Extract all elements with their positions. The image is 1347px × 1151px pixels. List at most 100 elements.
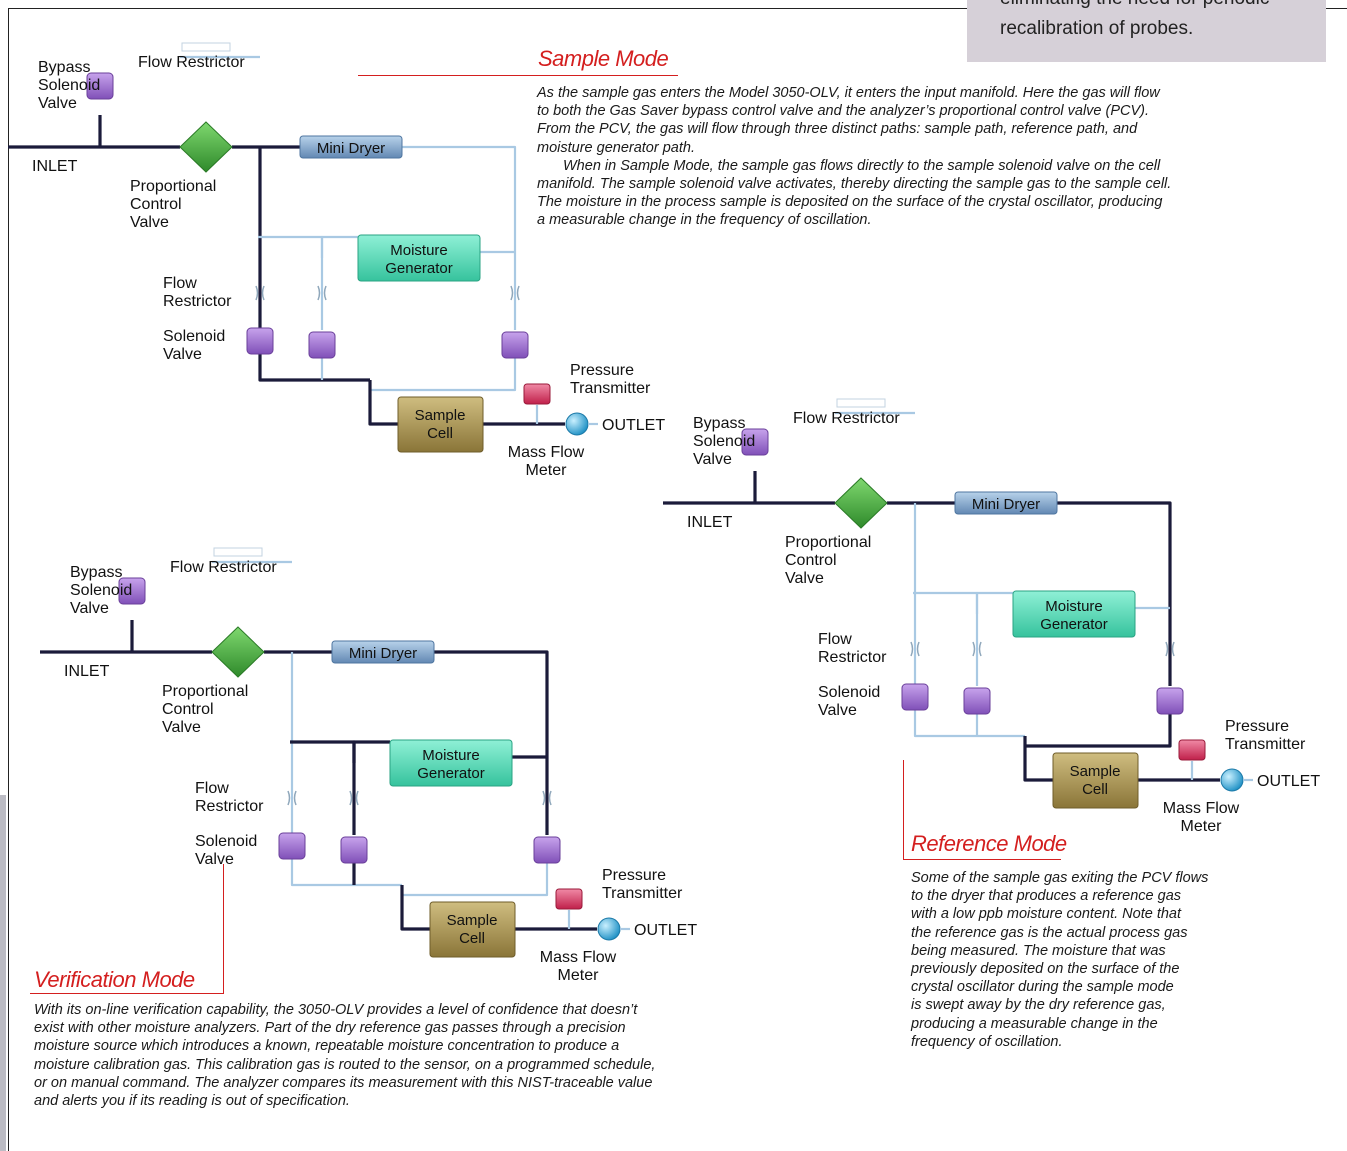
description-line: producing a measurable change in the [911,1015,1158,1032]
generator-feed-pipe [290,740,356,835]
dryer-to-valve3-pipe [1057,501,1172,686]
description-line: moisture calibration gas. This calibrati… [34,1056,656,1073]
solenoid-valve-1-icon [278,832,306,860]
valve3-out-pipe [370,350,517,392]
valve3-out-pipe [402,855,549,897]
moisture-generator-icon [357,234,481,282]
cell-inlet-pipe [400,885,430,931]
reference-mode-description: Some of the sample gas exiting the PCV f… [911,869,1208,1051]
solenoid-valve-2-icon [340,836,368,864]
valve1-out-pipe [913,706,1025,738]
mini-dryer-label: Mini Dryer [349,645,417,662]
solenoid-valve-1-icon [901,683,929,711]
sample-mode-description: As the sample gas enters the Model 3050-… [537,84,1171,230]
flow-restrictor-2-icon [349,790,359,806]
mini-dryer-icon [299,135,403,159]
mass-flow-meter-icon [597,917,621,941]
description-line: a measurable change in the frequency of … [537,212,872,229]
bypass-solenoid-valve-icon [741,428,769,456]
callout-line-1: eliminating the need for periodic [1000,0,1269,10]
reference-mode-rule-v [903,760,904,860]
generator-feed-pipe [258,235,324,330]
valve3-out-pipe [1025,706,1172,748]
description-line: With its on-line verification capability… [34,1002,638,1018]
sample-cell-icon [429,901,516,958]
inlet-label: INLET [687,514,733,531]
flow-restrictor-3-icon [1165,641,1175,657]
mini-dryer-icon [954,491,1058,515]
reference-mode-title: Reference Mode [911,831,1067,856]
mini-dryer-icon [331,640,435,664]
mini-dryer-label: Mini Dryer [317,140,385,157]
outlet-label: OUTLET [1257,773,1320,790]
pressure-transmitter-icon [523,383,551,405]
proportional-control-valve-icon [834,477,888,529]
sample-cell-icon [1052,752,1139,809]
generator-in-pipe [975,591,1013,614]
reference-mode-rule-h [903,859,1061,860]
description-line: moisture generator path. [537,139,695,156]
moisture-generator-icon [1012,590,1136,638]
flow-restrictor-icon [181,42,231,52]
proportional-control-valve-icon [179,121,233,173]
moisture-generator-icon [389,739,513,787]
page-frame-top [8,8,1347,9]
mass-flow-meter-icon [565,412,589,436]
page-frame-left [8,8,9,1151]
description-line: with a low ppb moisture content. Note th… [911,906,1182,923]
cell-inlet-pipe [368,380,398,426]
proportional-control-valve-icon [211,626,265,678]
flow-restrictor-2-icon [972,641,982,657]
description-line: the reference gas is the actual process … [911,924,1188,941]
description-line: From the PCV, the gas will flow through … [537,121,1138,138]
cell-inlet-pipe [1023,736,1053,782]
pressure-transmitter-icon [555,888,583,910]
description-line: moisture source which introduces a known… [34,1038,620,1055]
valve1-out-pipe [290,855,402,887]
outlet-label: OUTLET [602,417,665,434]
flow-restrictor-1-icon [287,790,297,806]
generator-feed-pipe [913,591,979,686]
flow-restrictor-3-icon [542,790,552,806]
callout-box [967,0,1326,62]
description-line: When in Sample Mode, the sample gas flow… [563,157,1161,174]
flow-restrictor-label: Flow Restrictor [138,54,245,71]
description-line: being measured. The moisture that was [911,942,1166,959]
sample-cell-icon [397,396,484,453]
verification-mode-rule-h [30,993,224,994]
description-line: The moisture in the process sample is de… [537,194,1163,211]
flow-restrictor-1-icon [910,641,920,657]
flow-restrictor-1-icon [255,285,265,301]
bypass-solenoid-valve-icon [86,72,114,100]
description-line: manifold. The sample solenoid valve acti… [537,176,1172,193]
solenoid-valve-3-icon [533,836,561,864]
flow-restrictor-icon [836,398,886,408]
solenoid-valve-3-icon [1156,687,1184,715]
description-line: Some of the sample gas exiting the PCV f… [911,870,1209,886]
valve1-out-pipe [258,350,370,382]
mass-flow-meter-icon [1220,768,1244,792]
verification-mode-title: Verification Mode [34,967,195,992]
description-line: or on manual command. The analyzer compa… [34,1074,653,1091]
pressure-transmitter-icon [1178,739,1206,761]
